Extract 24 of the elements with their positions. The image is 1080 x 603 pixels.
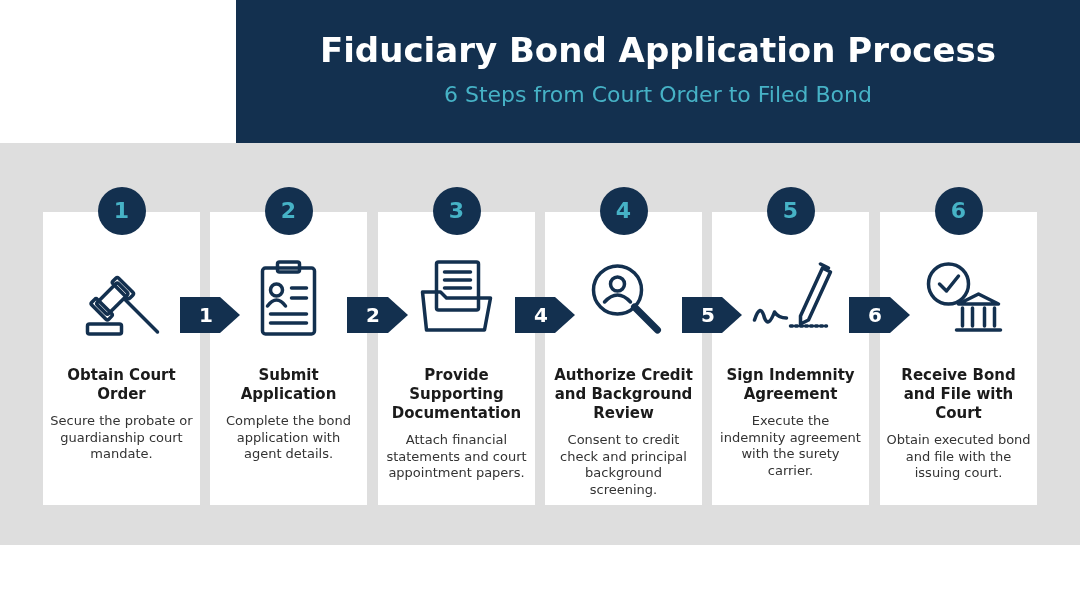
arrow: [515, 297, 575, 333]
step-title: Sign Indemnity Agreement: [725, 366, 856, 404]
edge-label: 5: [700, 303, 716, 327]
title: Fiduciary Bond Application Process: [318, 30, 997, 70]
arrow: [849, 297, 910, 333]
step-title: Obtain Court Order: [66, 366, 177, 404]
step-description: Execute the indemnity agreement with the surety carrier.: [719, 413, 862, 479]
arrow: [347, 297, 408, 333]
step-title: Provide Supporting Documentation: [390, 366, 523, 423]
edge-label: 4: [533, 303, 549, 327]
arrow: [682, 297, 742, 333]
subtitle: 6 Steps from Court Order to Filed Bond: [443, 82, 873, 107]
edge-label: 6: [867, 303, 883, 327]
step-title: Submit Application: [239, 366, 338, 404]
step-description: Secure the probate or guardianship court mandate.: [49, 413, 194, 463]
edge-label: 1: [198, 303, 214, 327]
step-title: Authorize Credit and Background Review: [553, 366, 694, 423]
step-description: Obtain executed bond and file with the issuing court.: [886, 432, 1031, 482]
edge-label: 2: [365, 303, 381, 327]
step-title: Receive Bond and File with Court: [900, 366, 1017, 423]
step-description: Attach financial statements and court appointment papers.: [385, 432, 528, 482]
step-description: Consent to credit check and principal background screening.: [559, 432, 688, 498]
arrow: [180, 297, 240, 333]
step-description: Complete the bond application with agent details.: [225, 413, 352, 463]
